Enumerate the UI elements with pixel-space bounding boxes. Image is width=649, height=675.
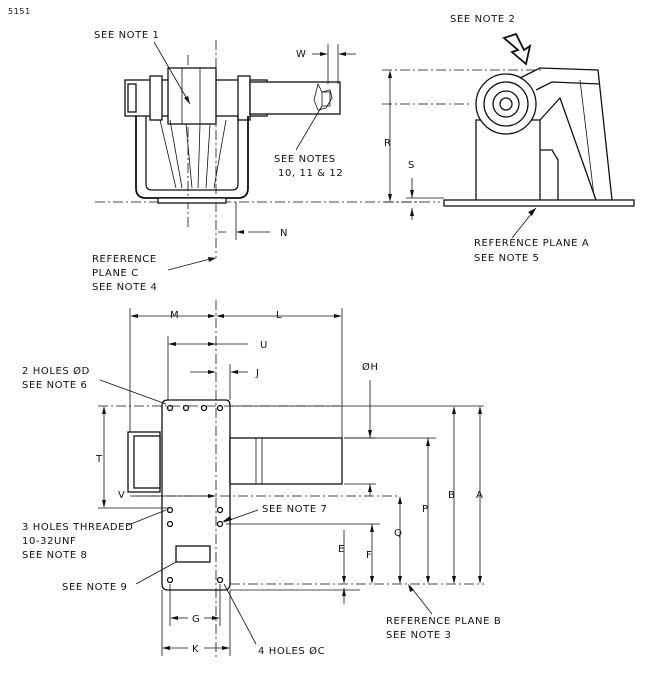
dim-k: K [192, 644, 199, 655]
dim-g: G [192, 614, 200, 625]
see-notes-10-11-12-line2: 10, 11 & 12 [278, 168, 343, 179]
see-note-7: SEE NOTE 7 [262, 504, 327, 515]
dim-w: W [296, 49, 307, 60]
ref-plane-c-line3: SEE NOTE 4 [92, 282, 157, 293]
ref-plane-b-line1: REFERENCE PLANE B [386, 616, 501, 627]
dim-a: A [476, 490, 483, 501]
see-note-1: SEE NOTE 1 [94, 30, 159, 41]
top-right-view: SEE NOTE 2 R S REFERENCE PLANE A SEE NOT… [382, 14, 635, 264]
three-holes-note-line2: 10-32UNF [22, 536, 76, 547]
top-left-view: W N SEE NOTE 1 SEE NOTES 10, 11 & 12 REF… [92, 30, 420, 293]
dim-t: T [95, 454, 103, 465]
dim-l: L [276, 310, 282, 321]
three-holes-note-line3: SEE NOTE 8 [22, 550, 87, 561]
see-notes-10-11-12: SEE NOTES [274, 154, 336, 165]
dim-v: V [118, 490, 125, 501]
dim-e: E [338, 544, 345, 555]
dim-n: N [280, 228, 288, 239]
ref-plane-a-line2: SEE NOTE 5 [474, 253, 539, 264]
two-holes-note: 2 HOLES ØD [22, 365, 90, 377]
ref-plane-a-line1: REFERENCE PLANE A [474, 238, 589, 249]
dim-p: P [422, 504, 429, 515]
see-note-2: SEE NOTE 2 [450, 14, 515, 25]
four-holes-note: 4 HOLES ØC [258, 645, 325, 657]
dim-r: R [384, 138, 392, 149]
two-holes-note-line2: SEE NOTE 6 [22, 380, 87, 391]
dim-h: ØH [362, 361, 379, 373]
dim-m: M [170, 310, 179, 321]
dim-s: S [408, 160, 415, 171]
dim-j: J [255, 368, 260, 379]
three-holes-note: 3 HOLES THREADED [22, 522, 133, 533]
see-note-9: SEE NOTE 9 [62, 582, 127, 593]
dim-u: U [260, 340, 268, 351]
dim-q: Q [394, 528, 402, 539]
dim-f: F [366, 550, 372, 561]
plan-view: M L U J ØH T V [22, 300, 501, 660]
ref-plane-b-line2: SEE NOTE 3 [386, 630, 451, 641]
ref-plane-c-line2: PLANE C [92, 268, 139, 279]
ref-plane-c-line1: REFERENCE [92, 254, 157, 265]
page-ref: 5151 [8, 7, 31, 16]
dim-b: B [448, 490, 455, 501]
